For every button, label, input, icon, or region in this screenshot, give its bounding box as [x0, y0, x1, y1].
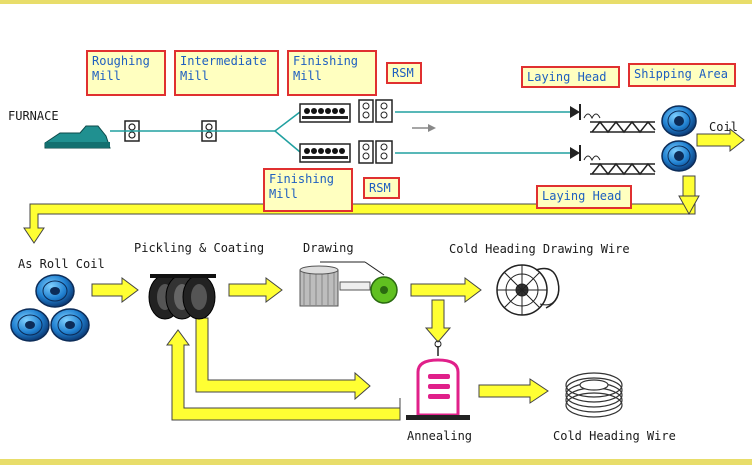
cold-heading-wire-icon: [565, 372, 623, 418]
wire-line: [110, 111, 575, 154]
bottom-rule: [0, 459, 752, 465]
finishing-mill-top-label-line1: Finishing: [293, 54, 359, 68]
finishing-mill-bottom-label-line1: Finishing: [269, 172, 335, 186]
loop-arrow-from-annealing-icon: [166, 329, 401, 421]
pickling-coating-label: Pickling & Coating: [134, 241, 265, 255]
flow-arrow-to-drawing-icon: [228, 277, 283, 303]
flow-arrow-to-cold-heading-drawing-icon: [410, 277, 482, 303]
coil-bottom-icon: [661, 140, 697, 172]
direction-arrow-icon: [412, 124, 436, 132]
annealing-label: Annealing: [407, 429, 473, 443]
coil-label: Coil: [709, 120, 738, 134]
intermediate-mill-label-line1: Intermediate: [180, 54, 267, 68]
finishing-mill-block-top-icon: [299, 103, 351, 123]
flow-arrow-to-annealing-icon: [424, 299, 452, 343]
rsm-stand-bottom-icon: [358, 140, 393, 164]
flow-arrow-to-pickling-icon: [91, 277, 139, 303]
laying-head-bottom-label: Laying Head: [542, 189, 622, 203]
rsm-bottom-box: RSM: [363, 177, 400, 199]
intermediate-mill-box: Intermediate Mill: [174, 50, 279, 96]
cold-heading-wire-label: Cold Heading Wire: [553, 429, 676, 443]
finishing-mill-top-label-line2: Mill: [293, 69, 322, 83]
rsm-top-label: RSM: [392, 66, 414, 80]
laying-head-top-icon: [570, 104, 601, 120]
as-roll-coil-icon: [10, 274, 90, 342]
cold-heading-drawing-wire-icon: [496, 264, 560, 316]
finishing-mill-top-box: Finishing Mill: [287, 50, 377, 96]
laying-head-bottom-icon: [570, 145, 601, 162]
rsm-bottom-label: RSM: [369, 181, 391, 195]
roughing-mill-box: Roughing Mill: [86, 50, 166, 96]
laying-head-top-box: Laying Head: [521, 66, 620, 88]
furnace-label: FURNACE: [8, 109, 59, 123]
top-rule: [0, 0, 752, 4]
intermediate-mill-label-line2: Mill: [180, 69, 209, 83]
cold-heading-drawing-wire-label: Cold Heading Drawing Wire: [449, 242, 630, 256]
rsm-stand-top-icon: [358, 99, 393, 123]
return-flow-arrow-icon: [23, 175, 700, 244]
conveyor-top-icon: [590, 120, 656, 134]
flow-arrow-to-cold-heading-wire-icon: [478, 378, 549, 404]
loop-arrow-to-annealing-icon: [195, 317, 371, 401]
shipping-area-label: Shipping Area: [634, 67, 728, 81]
conveyor-bottom-icon: [590, 162, 656, 176]
as-roll-coil-label: As Roll Coil: [18, 257, 105, 271]
finishing-mill-bottom-box: Finishing Mill: [263, 168, 353, 212]
rsm-top-box: RSM: [386, 62, 422, 84]
annealing-furnace-icon: [406, 340, 470, 420]
laying-head-bottom-box: Laying Head: [536, 185, 632, 209]
roughing-mill-label-line2: Mill: [92, 69, 121, 83]
coil-top-icon: [661, 105, 697, 137]
finishing-mill-block-bottom-icon: [299, 143, 351, 163]
pickling-coating-icon: [148, 274, 216, 320]
coil-out-arrow-icon: [696, 127, 745, 153]
furnace-icon: [44, 125, 111, 149]
roughing-mill-label-line1: Roughing: [92, 54, 150, 68]
shipping-area-box: Shipping Area: [628, 63, 736, 87]
drawing-machine-icon: [299, 261, 398, 307]
finishing-mill-bottom-label-line2: Mill: [269, 187, 298, 201]
drawing-label: Drawing: [303, 241, 354, 255]
laying-head-top-label: Laying Head: [527, 70, 607, 84]
